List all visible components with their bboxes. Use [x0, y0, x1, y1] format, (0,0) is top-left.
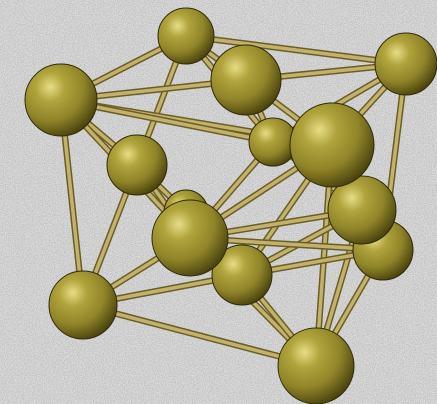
atom-sphere: [158, 8, 214, 64]
atom-sphere: [211, 45, 281, 115]
atom-sphere: [152, 200, 228, 276]
atom-sphere: [107, 135, 167, 195]
atom-sphere: [49, 271, 117, 339]
atom-sphere: [375, 33, 437, 95]
atom-sphere: [278, 328, 354, 404]
atom-sphere: [25, 64, 97, 136]
atom-sphere: [290, 103, 374, 187]
